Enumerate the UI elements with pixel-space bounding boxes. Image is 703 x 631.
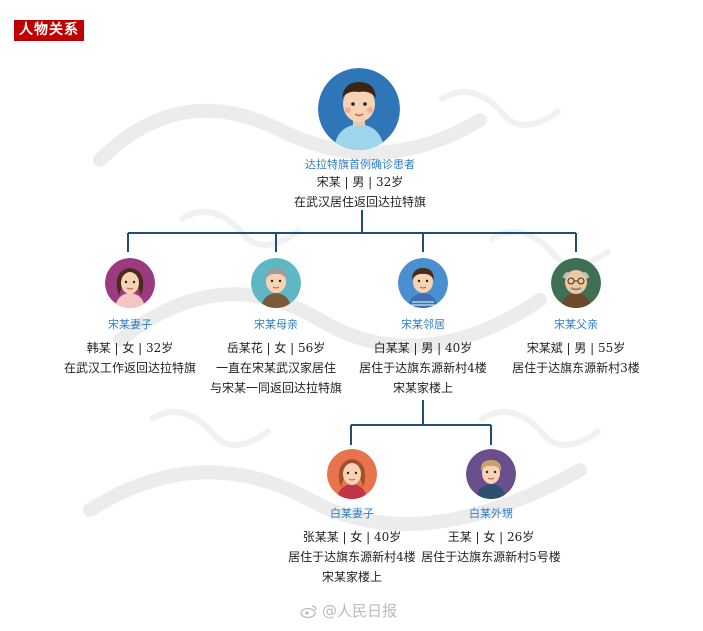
elderly-woman-avatar-icon [251,258,301,308]
man-avatar-icon [398,258,448,308]
relative-info-line: 宋某家楼上 [392,381,453,395]
relative-role: 宋某母亲 [254,318,298,331]
relative-info-line: 岳某花 | 女 | 56岁 [226,341,326,355]
relative-info-line: 宋某斌 | 男 | 55岁 [526,341,626,355]
patient-info-line: 在武汉居住返回达拉特旗 [293,195,426,209]
woman-avatar-icon [105,258,155,308]
section-title: 人物关系 [14,20,84,41]
relative-info-line: 在武汉工作返回达拉特旗 [63,361,196,375]
source-watermark: @人民日报 [300,600,397,621]
relative-role: 宋某邻居 [401,318,445,331]
relative-info-line: 王某 | 女 | 26岁 [447,530,535,544]
relative-info-line: 韩某 | 女 | 32岁 [86,341,174,355]
patient-role: 达拉特旗首例确诊患者 [305,158,415,171]
relative-info-line: 居住于达旗东源新村3楼 [512,361,640,375]
relative-info-line: 张某某 | 女 | 40岁 [302,530,402,544]
relative-role: 白某外甥 [469,507,513,520]
relative-role: 宋某妻子 [108,318,152,331]
elderly-man-avatar-icon [551,258,601,308]
relative-info-line: 居住于达旗东源新村4楼 [288,550,416,564]
patient-info-line: 宋某 | 男 | 32岁 [316,175,404,189]
young-woman-avatar-icon [466,449,516,499]
relative-info-line: 宋某家楼上 [321,570,382,584]
relative-info-line: 白某某 | 男 | 40岁 [373,341,473,355]
relative-info-line: 居住于达旗东源新村4楼 [359,361,487,375]
patient-avatar-icon [318,68,400,150]
relative-role: 宋某父亲 [554,318,598,331]
weibo-icon [300,605,317,618]
relative-info-line: 居住于达旗东源新村5号楼 [421,550,561,564]
relative-info-line: 一直在宋某武汉家居住 [215,361,336,375]
relative-role: 白某妻子 [330,507,374,520]
watermark-text: @人民日报 [322,602,398,620]
relative-info-line: 与宋某一同返回达拉特旗 [209,381,342,395]
woman-avatar-icon [327,449,377,499]
